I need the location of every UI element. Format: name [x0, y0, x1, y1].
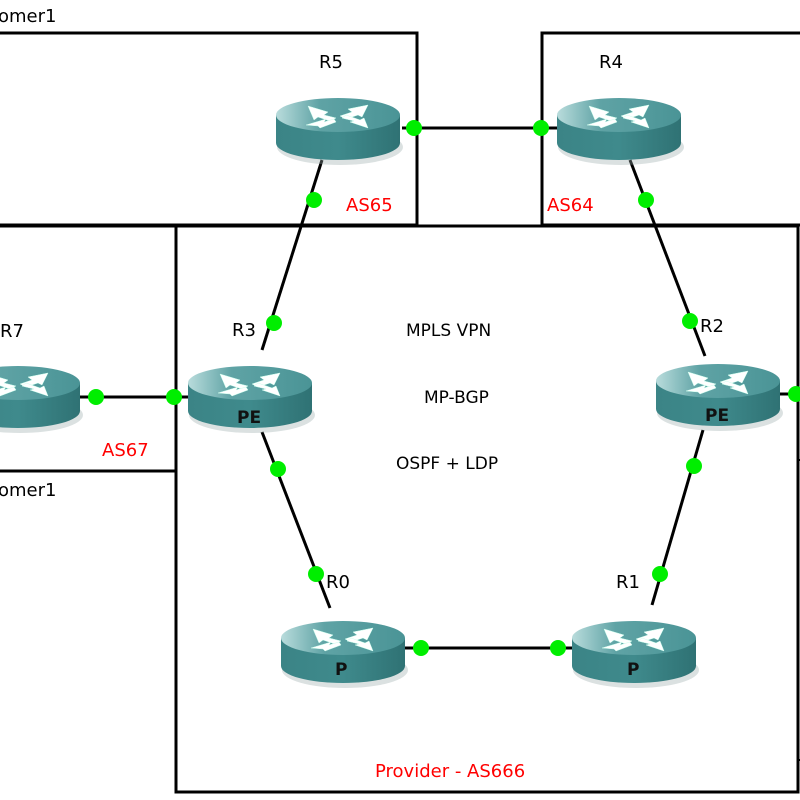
router-r5[interactable]	[275, 97, 404, 166]
zone-provider	[174, 224, 800, 794]
port-r3-r0-a[interactable]	[270, 461, 286, 477]
router-label-r4: R4	[599, 52, 623, 73]
port-r5-r4-b[interactable]	[533, 120, 549, 136]
center-text-mpls-vpn: MPLS VPN	[406, 321, 491, 341]
as-label-as65: AS65	[346, 195, 393, 216]
port-r5-r3-b[interactable]	[266, 315, 282, 331]
router-label-r0: R0	[326, 572, 350, 593]
zone-right-partial	[797, 459, 800, 761]
router-r4[interactable]	[556, 97, 685, 166]
as-label-provider: Provider - AS666	[375, 761, 525, 782]
center-text-mp-bgp: MP-BGP	[424, 388, 489, 408]
router-r7[interactable]	[0, 365, 84, 434]
port-r2-r1-a[interactable]	[686, 458, 702, 474]
center-text-ospf-ldp: OSPF + LDP	[396, 454, 498, 474]
port-r2-r1-b[interactable]	[652, 566, 668, 582]
router-label-r7: R7	[0, 321, 24, 342]
router-label-r2: R2	[700, 316, 724, 337]
router-role-r1: P	[627, 660, 639, 680]
router-role-r0: P	[335, 660, 347, 680]
ports	[88, 120, 800, 656]
router-label-r3: R3	[232, 320, 256, 341]
port-r3-r0-b[interactable]	[308, 566, 324, 582]
as-label-as64: AS64	[547, 195, 594, 216]
zone-label-customer1-left: omer1	[0, 480, 56, 501]
zone-customer1-left	[0, 224, 178, 473]
router-role-r2: PE	[705, 406, 729, 426]
router-label-r5: R5	[319, 52, 343, 73]
as-label-as67: AS67	[102, 440, 149, 461]
port-r2-offscreen[interactable]	[788, 386, 800, 402]
port-r7-r3-b[interactable]	[166, 389, 182, 405]
router-role-r3: PE	[237, 408, 261, 428]
port-r7-r3-a[interactable]	[88, 389, 104, 405]
port-r5-r4-a[interactable]	[406, 120, 422, 136]
zone-label-customer1-top: omer1	[0, 6, 56, 27]
port-r0-r1-a[interactable]	[413, 640, 429, 656]
port-r4-r2-a[interactable]	[638, 192, 654, 208]
link-r3-r0[interactable]	[260, 431, 332, 609]
port-r4-r2-b[interactable]	[682, 313, 698, 329]
port-r5-r3-a[interactable]	[306, 192, 322, 208]
port-r0-r1-b[interactable]	[550, 640, 566, 656]
router-label-r1: R1	[616, 572, 640, 593]
